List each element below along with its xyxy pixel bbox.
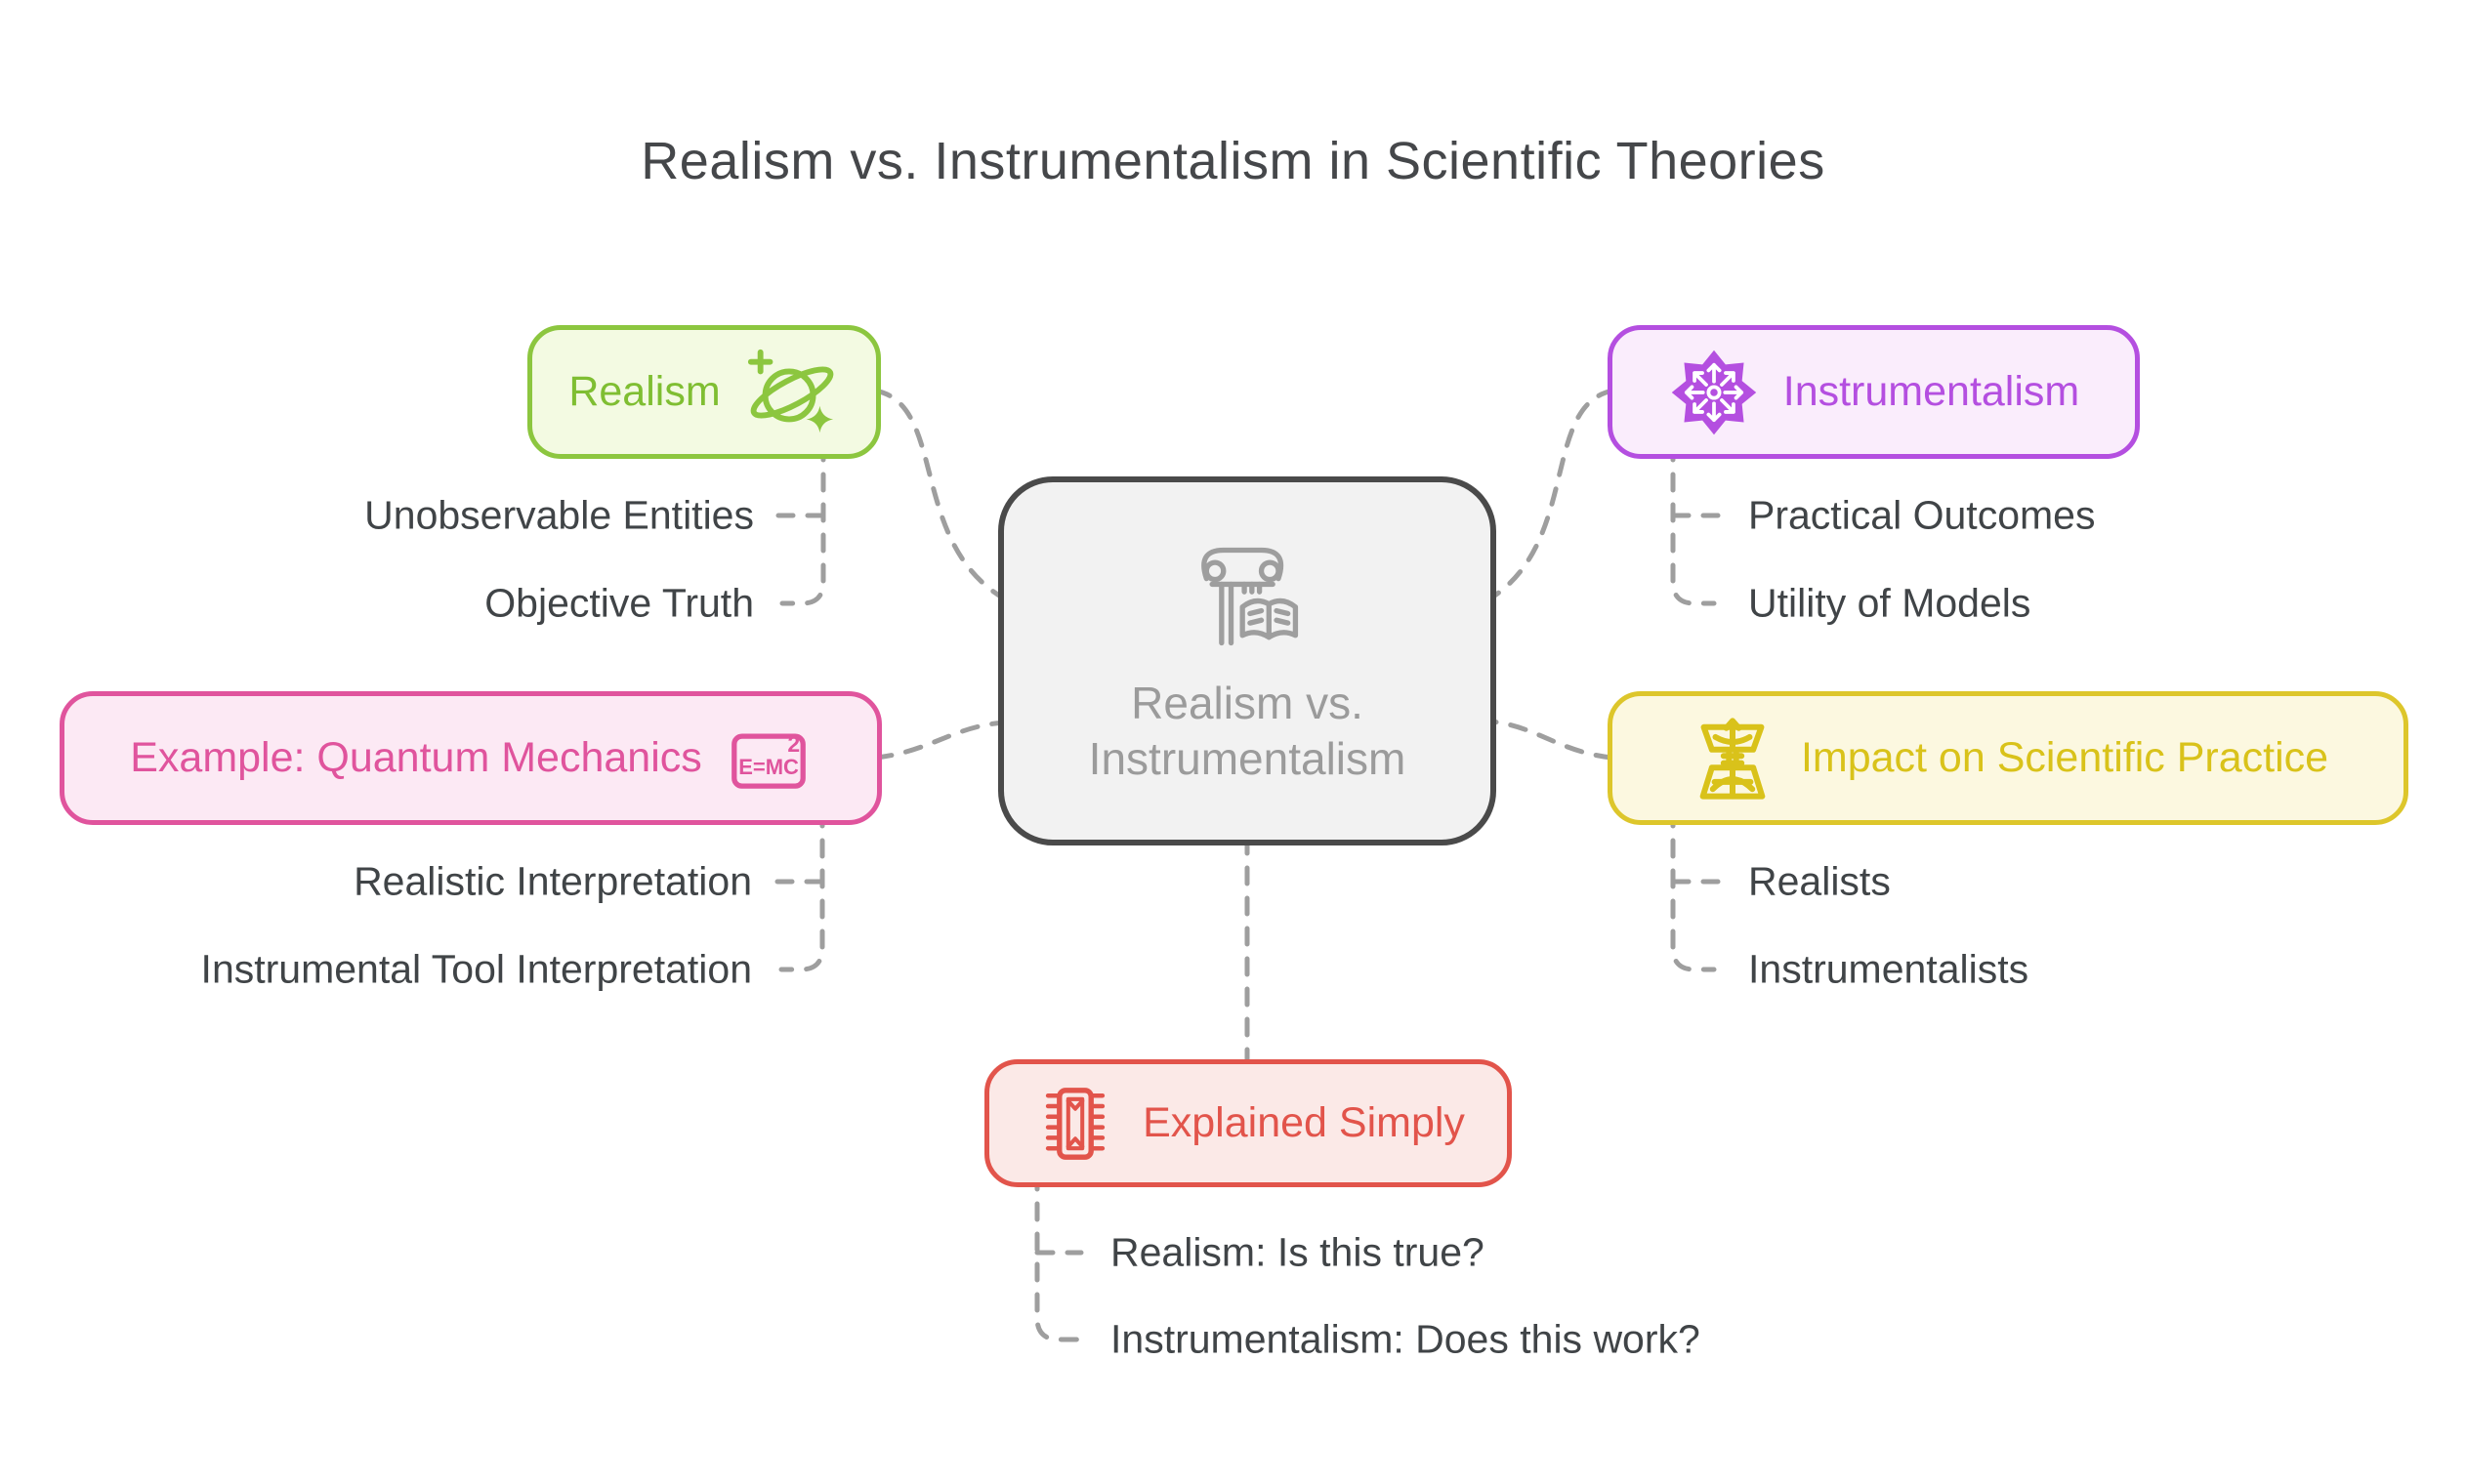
connector-realism-children (779, 441, 826, 606)
sublabel-instrumentalism-does-this-work[interactable]: Instrumentalism: Does this work? (1110, 1316, 1700, 1362)
sublabel-realism-is-this-true[interactable]: Realism: Is this true? (1110, 1229, 1484, 1275)
node-impact-scientific-practice-label: Impact on Scientific Practice (1800, 734, 2329, 781)
central-node-label-line1: Realism vs. (1131, 678, 1363, 728)
connector-impact-center (1487, 719, 1614, 761)
sublabel-utility-of-models[interactable]: Utility of Models (1748, 580, 2031, 626)
connector-realism-center (872, 388, 1007, 601)
sublabel-instrumental-tool-interpretation[interactable]: Instrumental Tool Interpretation (200, 946, 752, 992)
node-example-quantum-mechanics-label: Example: Quantum Mechanics (130, 734, 702, 781)
ornament-star-icon (1671, 350, 1756, 434)
connector-quantum-children (778, 807, 825, 972)
sublabel-practical-outcomes[interactable]: Practical Outcomes (1748, 492, 2096, 538)
connector-explained-children (1034, 1171, 1080, 1342)
central-node[interactable]: Realism vs. Instrumentalism (998, 476, 1496, 845)
node-example-quantum-mechanics[interactable]: Example: Quantum Mechanics E=MC 2 (60, 691, 882, 825)
node-instrumentalism-label: Instrumentalism (1782, 368, 2080, 415)
svg-text:E=MC: E=MC (738, 754, 799, 778)
connector-impact-children (1670, 807, 1717, 972)
node-instrumentalism[interactable]: Instrumentalism (1608, 325, 2140, 459)
connector-instrumentalism-children (1670, 441, 1717, 606)
emc2-icon: E=MC 2 (731, 730, 806, 789)
sublabel-objective-truth[interactable]: Objective Truth (484, 580, 754, 626)
svg-text:2: 2 (787, 730, 800, 756)
chip-icon (1045, 1087, 1106, 1160)
connector-instrumentalism-center (1487, 388, 1616, 601)
node-explained-simply[interactable]: Explained Simply (984, 1059, 1512, 1187)
sublabel-unobservable-entities[interactable]: Unobservable Entities (364, 492, 754, 538)
sublabel-realistic-interpretation[interactable]: Realistic Interpretation (354, 858, 752, 904)
node-impact-scientific-practice[interactable]: Impact on Scientific Practice (1608, 691, 2408, 825)
diagram-title: Realism vs. Instrumentalism in Scientifi… (641, 132, 1825, 190)
node-realism-label: Realism (568, 368, 721, 415)
balance-icon (1699, 717, 1766, 800)
connector-quantum-center (873, 720, 1007, 761)
central-node-label-line2: Instrumentalism (1088, 733, 1406, 784)
saturn-icon (747, 349, 833, 433)
node-realism[interactable]: Realism (527, 325, 881, 459)
column-book-icon (1201, 547, 1299, 646)
node-explained-simply-label: Explained Simply (1143, 1099, 1465, 1146)
sublabel-realists[interactable]: Realists (1748, 858, 1891, 904)
sublabel-instrumentalists[interactable]: Instrumentalists (1748, 946, 2029, 992)
